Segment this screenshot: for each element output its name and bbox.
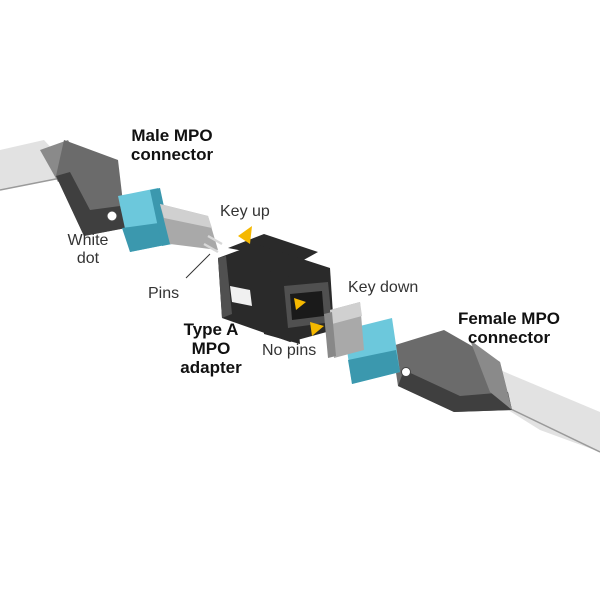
key-up-label: Key up bbox=[220, 203, 270, 220]
adapter-port-key-icon bbox=[294, 298, 306, 310]
male-mpo-connector bbox=[0, 140, 223, 279]
female-boot-tip bbox=[470, 340, 512, 410]
female-cable bbox=[492, 370, 600, 452]
adapter-label-line-3: adapter bbox=[180, 358, 242, 378]
pins-label: Pins bbox=[148, 285, 180, 302]
female-connector-label-line-2: connector bbox=[467, 328, 551, 348]
male-connector-label-line-2: connector bbox=[130, 145, 214, 165]
adapter-label-line-2: MPO bbox=[191, 339, 231, 359]
male-housing-rim bbox=[150, 188, 172, 246]
white-dot-label-line-2: dot bbox=[76, 249, 100, 267]
male-pin-bottom bbox=[203, 242, 219, 254]
adapter-label-line-1: Type A bbox=[183, 320, 239, 339]
adapter-port-inner bbox=[290, 291, 324, 320]
male-pin-top bbox=[207, 234, 223, 246]
male-housing-shade bbox=[122, 222, 170, 252]
white-dot-label-line-1: White bbox=[67, 232, 109, 249]
adapter-window bbox=[230, 286, 252, 306]
adapter-side bbox=[218, 256, 232, 318]
key-down-marker-icon bbox=[310, 322, 324, 336]
male-connector-label: Male MPO connector bbox=[118, 126, 226, 164]
female-boot-shade bbox=[398, 370, 512, 412]
female-connector-label: Female MPO connector bbox=[444, 309, 574, 347]
female-ferrule-top bbox=[330, 302, 362, 324]
key-down-label: Key down bbox=[348, 279, 419, 296]
type-a-mpo-adapter bbox=[218, 226, 334, 344]
female-mpo-connector bbox=[324, 302, 600, 453]
white-dot-icon bbox=[106, 210, 118, 222]
female-boot-dot-icon bbox=[401, 367, 411, 377]
female-ferrule-face bbox=[324, 312, 336, 358]
male-ferrule-top bbox=[160, 204, 212, 228]
female-housing-shade bbox=[348, 350, 400, 384]
adapter-label: Type A MPO adapter bbox=[170, 320, 252, 377]
adapter-back bbox=[228, 234, 318, 262]
pins-leader-line bbox=[185, 253, 211, 279]
female-connector-label-line-1: Female MPO bbox=[457, 309, 561, 328]
no-pins-label: No pins bbox=[262, 342, 317, 359]
key-up-marker-icon bbox=[238, 226, 252, 244]
male-connector-label-line-1: Male MPO bbox=[131, 126, 213, 145]
white-dot-label: White dot bbox=[56, 232, 120, 268]
